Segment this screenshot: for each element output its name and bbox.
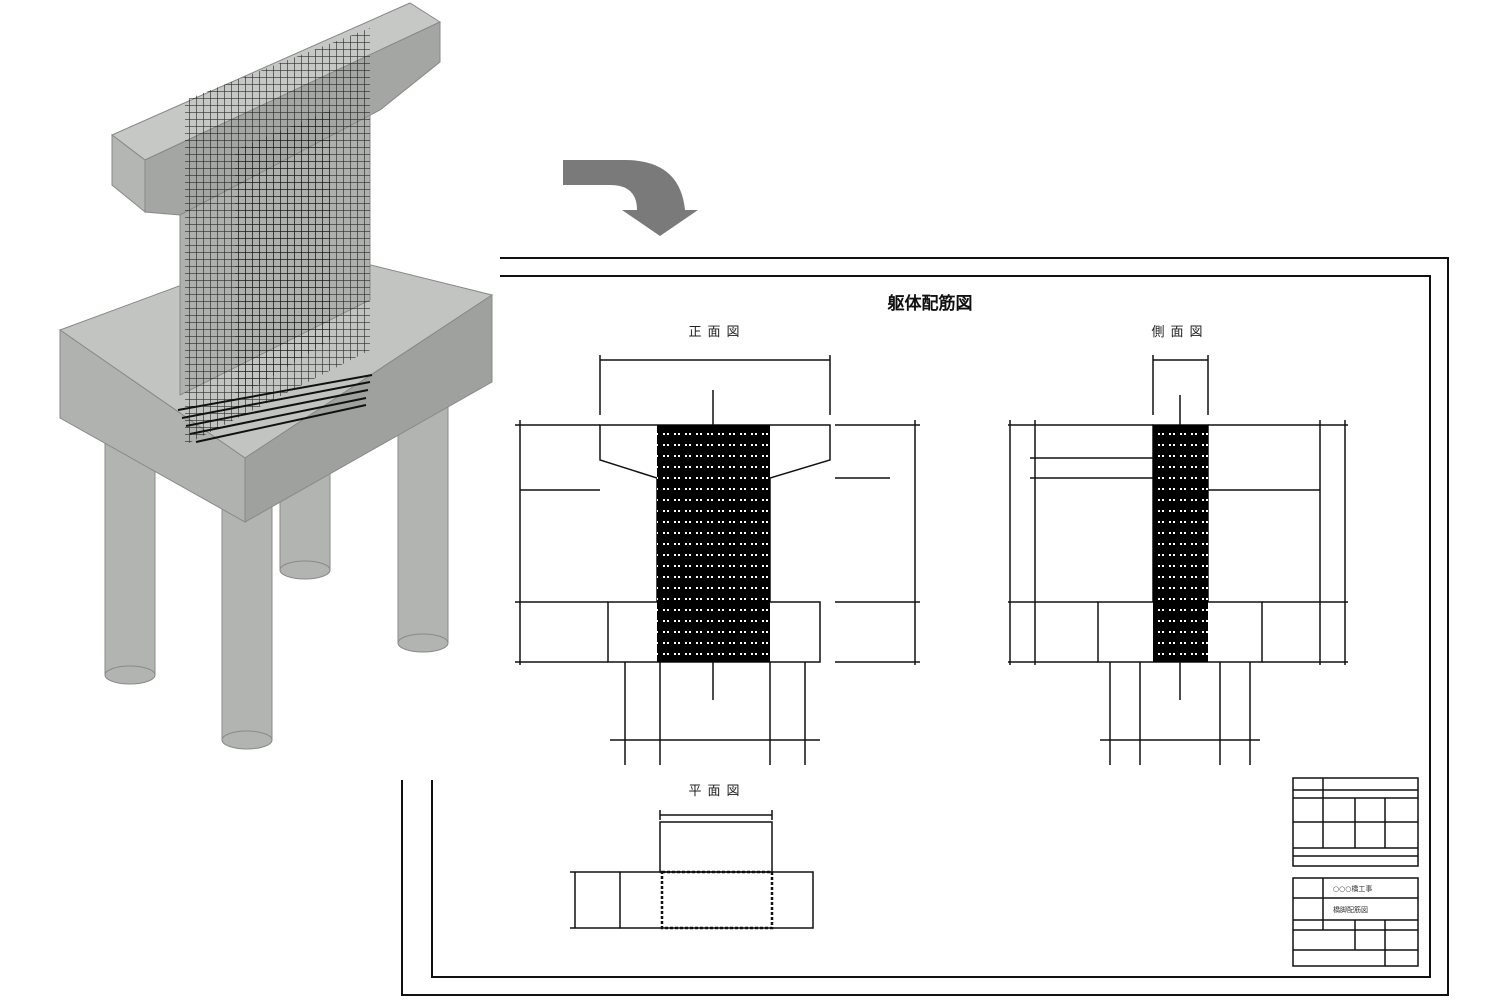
side-view-label: 側面図 xyxy=(1151,325,1208,340)
front-view-label: 正面図 xyxy=(688,325,745,340)
drawing-sheet xyxy=(401,257,1449,996)
plan-view xyxy=(570,810,814,930)
conversion-arrow-icon xyxy=(563,160,698,236)
drawing-name: 橋脚配筋図 xyxy=(1333,905,1368,914)
drawing-title: 躯体配筋図 xyxy=(887,293,973,314)
plan-view-label: 平面図 xyxy=(688,784,745,799)
revision-table xyxy=(1292,777,1419,867)
pier-3d-model xyxy=(58,2,494,750)
rebar-cage xyxy=(177,28,373,445)
project-name: ○○○橋工事 xyxy=(1333,884,1372,893)
front-view xyxy=(515,355,920,765)
title-block xyxy=(1292,877,1419,967)
side-view xyxy=(1008,355,1348,765)
piles xyxy=(104,399,449,750)
